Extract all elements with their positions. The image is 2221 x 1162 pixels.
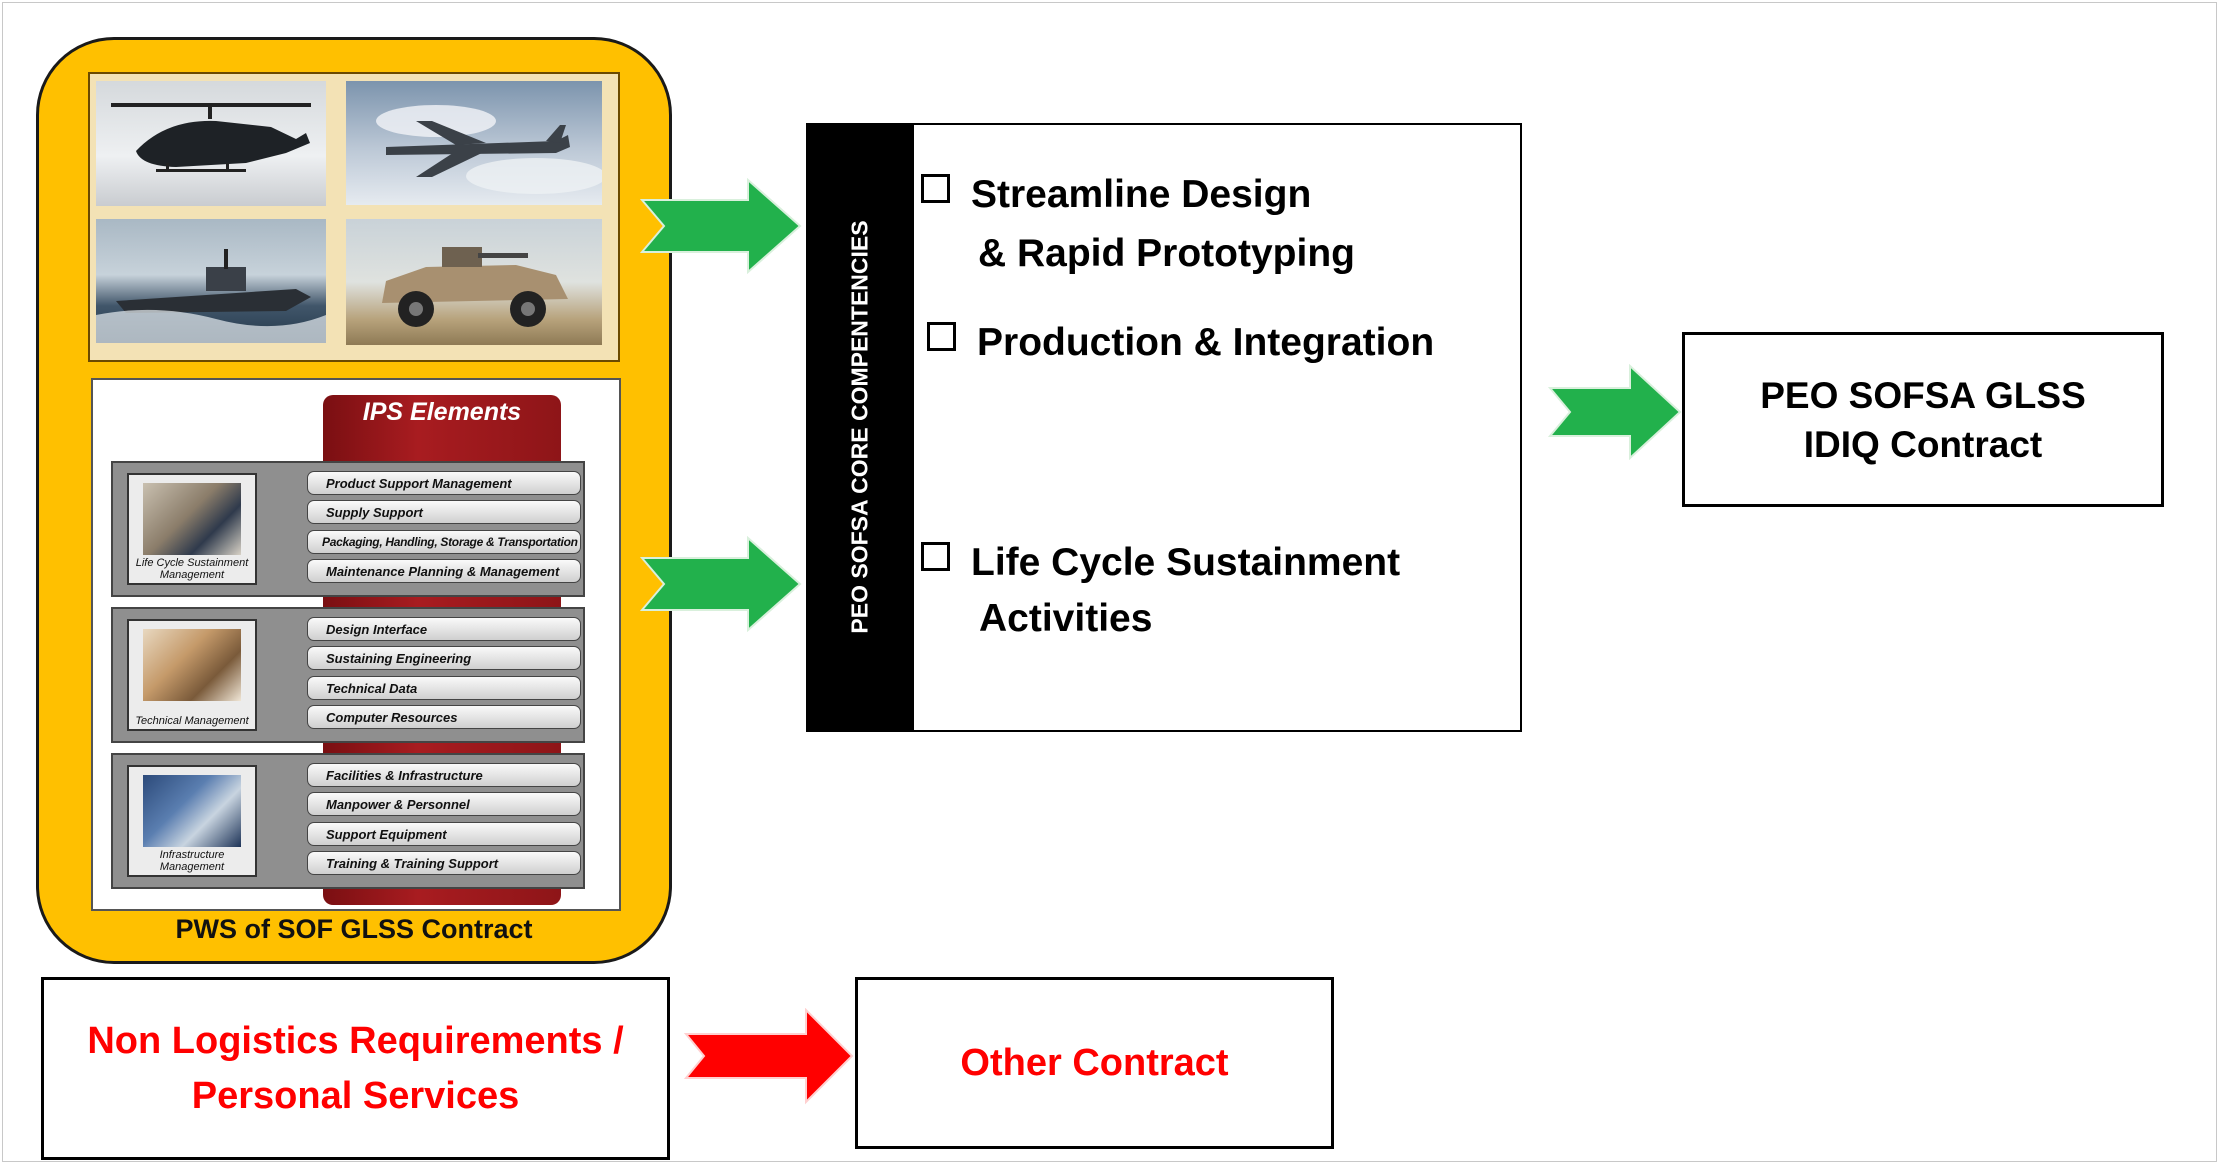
group-label: Life Cycle Sustainment Management <box>135 557 249 581</box>
ips-element: Packaging, Handling, Storage & Transport… <box>307 530 581 554</box>
group-thumbnail: Life Cycle Sustainment Management <box>127 473 257 585</box>
non-logistics-line-2: Personal Services <box>191 1074 520 1117</box>
competency-label: Streamline Design <box>971 173 1312 216</box>
ips-group-infrastructure: Infrastructure Management Facilities & I… <box>111 753 585 889</box>
group-label: Infrastructure Management <box>159 849 225 873</box>
helicopter-icon <box>111 103 311 172</box>
ips-element: Technical Data <box>307 676 581 700</box>
competency-label: Life Cycle Sustainment <box>971 541 1401 584</box>
non-logistics-line-1: Non Logistics Requirements / <box>87 1019 624 1062</box>
group-thumbnail: Infrastructure Management <box>127 765 257 877</box>
competency-item: Production & Integration <box>927 314 1434 372</box>
idiq-contract-box: PEO SOFSA GLSS IDIQ Contract <box>1682 332 2164 507</box>
arrow-right-icon <box>640 536 802 632</box>
ips-element: Computer Resources <box>307 705 581 729</box>
hand-mouse-photo <box>143 629 241 701</box>
other-contract-box: Other Contract <box>855 977 1334 1149</box>
non-logistics-box: Non Logistics Requirements / Personal Se… <box>41 977 670 1160</box>
aircraft-icon <box>376 105 602 194</box>
arrow-right-icon <box>640 178 802 274</box>
group-thumbnail: Technical Management <box>127 619 257 731</box>
boat-photo <box>96 219 326 343</box>
vehicle-photo <box>346 219 602 345</box>
ips-elements-title: IPS Elements <box>362 398 522 426</box>
meeting-photo <box>143 483 241 555</box>
core-competencies-box <box>806 123 1522 732</box>
core-competencies-band <box>806 123 914 732</box>
core-competencies-title: PEO SOFSA CORE COMPENTENCIES <box>846 220 873 634</box>
competency-item: Life Cycle Sustainment <box>921 534 1400 592</box>
ips-element: Support Equipment <box>307 822 581 846</box>
other-contract-label: Other Contract <box>960 1041 1229 1084</box>
boat-icon <box>96 249 326 343</box>
competency-item-continued: & Rapid Prototyping <box>978 232 1355 275</box>
vehicle-icon <box>382 247 568 327</box>
checkbox-icon <box>921 542 950 571</box>
ips-group-life-cycle: Life Cycle Sustainment Management Produc… <box>111 461 585 597</box>
group-label: Technical Management <box>135 715 249 727</box>
helicopter-photo <box>96 81 326 206</box>
competency-item-continued: Activities <box>979 597 1153 640</box>
checkbox-icon <box>927 322 956 351</box>
arrow-right-icon <box>1548 364 1682 460</box>
ips-element: Design Interface <box>307 617 581 641</box>
aircraft-photo <box>346 81 602 205</box>
ips-element: Maintenance Planning & Management <box>307 559 581 583</box>
checkbox-icon <box>921 174 950 203</box>
ips-element: Training & Training Support <box>307 851 581 875</box>
workers-photo <box>143 775 241 847</box>
competency-item: Streamline Design <box>921 166 1311 224</box>
idiq-line-2: IDIQ Contract <box>1803 423 2043 465</box>
idiq-line-1: PEO SOFSA GLSS <box>1760 374 2086 416</box>
platform-photos <box>88 72 620 362</box>
ips-element: Supply Support <box>307 500 581 524</box>
ips-element: Facilities & Infrastructure <box>307 763 581 787</box>
ips-element: Sustaining Engineering <box>307 646 581 670</box>
competency-label: Production & Integration <box>977 321 1435 364</box>
ips-element: Manpower & Personnel <box>307 792 581 816</box>
pws-label: PWS of SOF GLSS Contract <box>175 914 533 944</box>
arrow-right-icon <box>684 1008 854 1105</box>
ips-group-technical: Technical Management Design Interface Su… <box>111 607 585 743</box>
ips-element: Product Support Management <box>307 471 581 495</box>
